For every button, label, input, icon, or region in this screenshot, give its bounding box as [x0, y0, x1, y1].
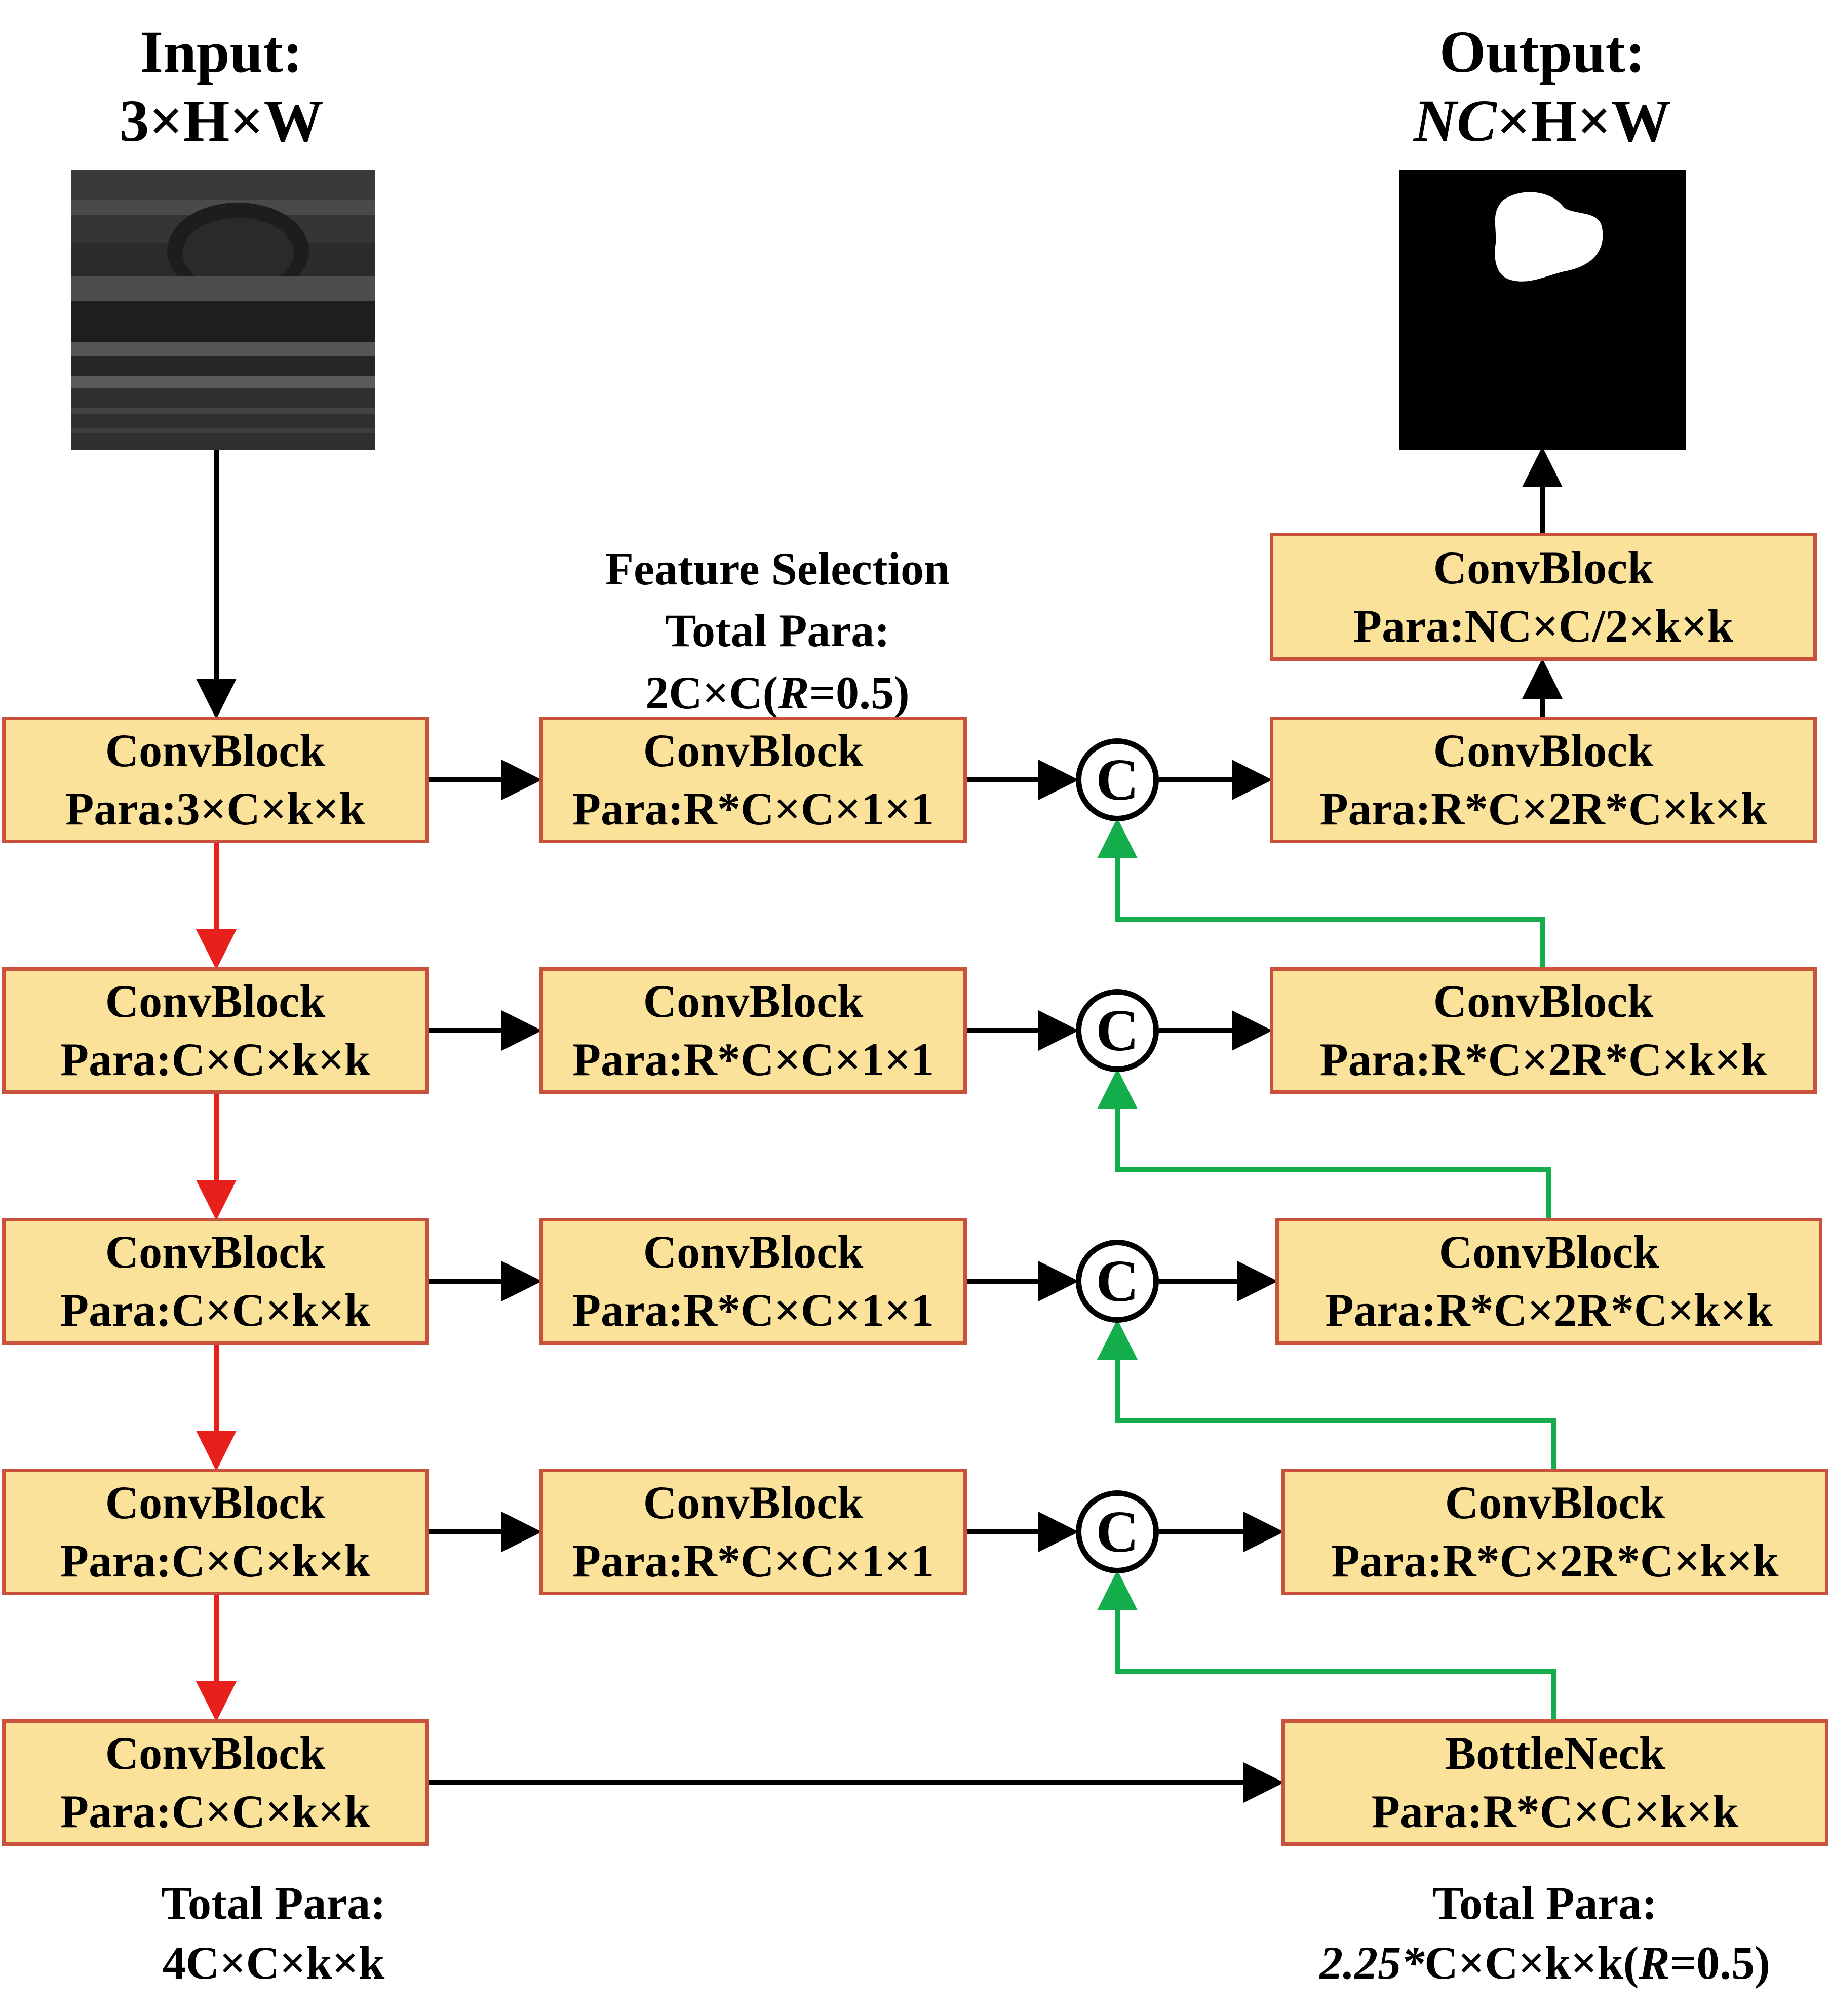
skip-arrow-4: [1097, 1570, 1556, 1719]
feature-selection-title: Feature Selection Total Para: 2C×C(R=0.5…: [565, 538, 990, 724]
concat-icon: C: [1096, 1248, 1139, 1314]
concat-node-2: C: [1076, 989, 1159, 1072]
decoder-total: Total Para: 2.25*C×C×k×k(R=0.5): [1261, 1874, 1828, 1993]
skip-arrow-2: [1097, 1069, 1551, 1218]
output-image: [1399, 170, 1686, 450]
concat-node-1: C: [1076, 738, 1159, 821]
concat-node-4: C: [1076, 1490, 1159, 1573]
skip-arrow-1: [1097, 818, 1545, 967]
concat-icon: C: [1096, 746, 1139, 813]
output-title: Output: NC×H×W: [1390, 18, 1694, 155]
input-title: Input: 3×H×W: [119, 19, 324, 154]
concat-icon: C: [1096, 997, 1139, 1063]
decoder-total-value: 2.25*C×C×k×k(R=0.5): [1319, 1936, 1770, 1989]
feature-selection-total: 2C×C(R=0.5): [645, 666, 910, 719]
skip-arrow-3: [1097, 1319, 1556, 1469]
input-image: [71, 170, 375, 450]
output-shape: NC×H×W: [1413, 87, 1671, 154]
ultrasound-scan-icon: [71, 170, 375, 450]
segmentation-mask-icon: [1399, 170, 1686, 450]
concat-icon: C: [1096, 1498, 1139, 1565]
concat-node-3: C: [1076, 1240, 1159, 1323]
encoder-total: Total Para: 4C×C×k×k: [161, 1877, 386, 1989]
